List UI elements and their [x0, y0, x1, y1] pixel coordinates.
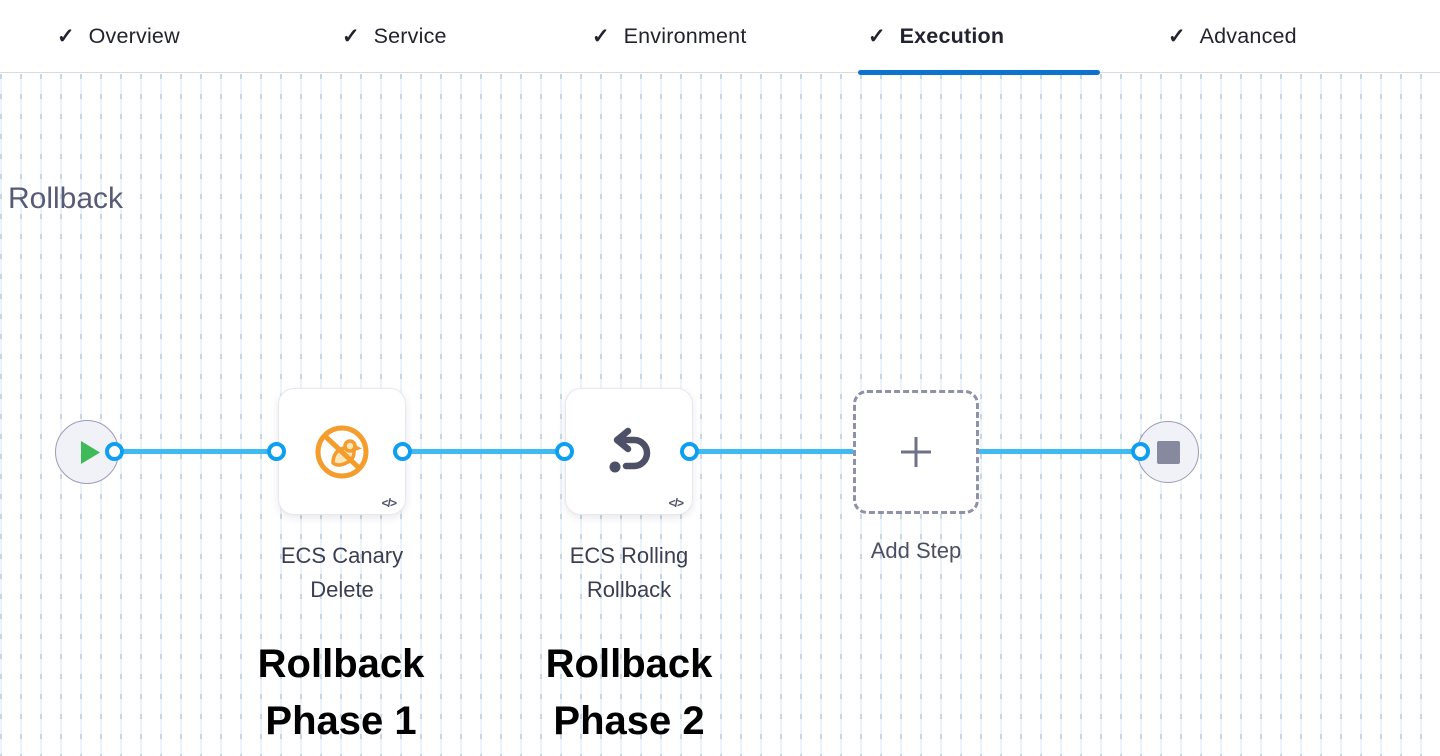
annotation-rollback-phase-1: Rollback Phase 1 — [257, 642, 425, 743]
check-icon: ✓ — [592, 24, 610, 48]
check-icon: ✓ — [342, 24, 360, 48]
section-heading: Rollback — [8, 182, 124, 215]
tab-advanced[interactable]: ✓ Advanced — [1168, 0, 1297, 72]
step-name-label: ECS Rolling Rollback — [569, 543, 689, 602]
check-icon: ✓ — [1168, 24, 1186, 48]
play-icon — [80, 440, 100, 464]
canary-delete-icon — [315, 425, 369, 478]
annotation-rollback-phase-2: Rollback Phase 2 — [545, 642, 713, 743]
tab-label: Overview — [88, 23, 180, 48]
tab-service[interactable]: ✓ Service — [342, 0, 447, 72]
add-step-button[interactable] — [853, 390, 979, 514]
check-icon: ✓ — [868, 24, 886, 48]
port[interactable] — [1131, 442, 1150, 461]
tab-environment[interactable]: ✓ Environment — [592, 0, 747, 72]
tab-overview[interactable]: ✓ Overview — [57, 0, 180, 72]
tab-label: Service — [373, 23, 447, 48]
tab-label: Environment — [623, 23, 747, 48]
port[interactable] — [555, 442, 574, 461]
step-ecs-canary-delete[interactable]: </> — [278, 388, 406, 515]
start-node[interactable] — [55, 420, 119, 484]
rollback-arrow-icon — [609, 427, 651, 472]
port[interactable] — [105, 442, 124, 461]
check-icon: ✓ — [57, 24, 75, 48]
add-step-label: Add Step — [870, 538, 962, 563]
pipeline-canvas[interactable]: Rollback </> </> — [0, 74, 1440, 756]
port[interactable] — [680, 442, 699, 461]
plus-icon — [901, 437, 931, 467]
port[interactable] — [267, 442, 286, 461]
tab-label: Execution — [899, 23, 1005, 48]
step-name-label: ECS Canary Delete — [280, 543, 404, 602]
stage-tab-bar: ✓ Overview ✓ Service ✓ Environment ✓ Exe… — [0, 0, 1440, 75]
stop-icon — [1156, 440, 1180, 464]
tab-execution[interactable]: ✓ Execution — [868, 0, 1004, 72]
tab-label: Advanced — [1199, 23, 1297, 48]
end-node[interactable] — [1137, 421, 1199, 483]
code-icon: </> — [381, 496, 397, 510]
step-ecs-rolling-rollback[interactable]: </> — [565, 388, 693, 515]
active-tab-underline — [858, 70, 1100, 75]
code-icon: </> — [668, 496, 684, 510]
port[interactable] — [393, 442, 412, 461]
